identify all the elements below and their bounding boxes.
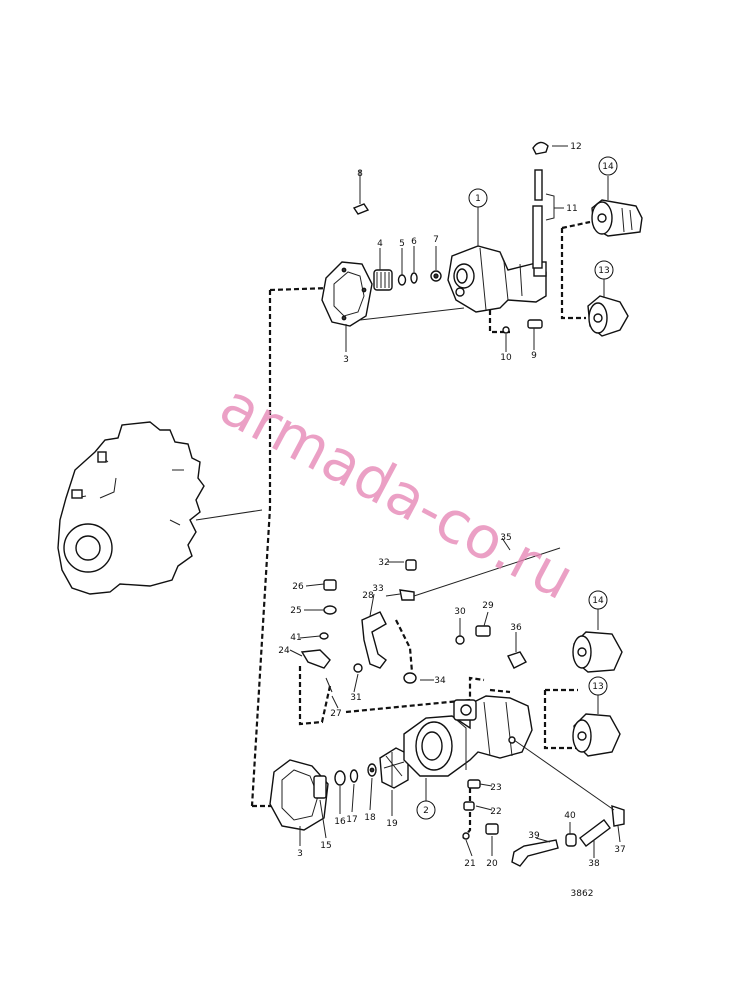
engine-leader bbox=[195, 509, 263, 521]
callout-24: 24 bbox=[278, 646, 290, 656]
callout-circle-14-lower bbox=[588, 590, 608, 610]
callout-5: 5 bbox=[399, 239, 405, 249]
callout-32: 32 bbox=[378, 558, 389, 568]
callout-1: 1 bbox=[475, 194, 481, 204]
callout-23: 23 bbox=[490, 783, 501, 793]
callout-25: 25 bbox=[290, 606, 301, 616]
callout-3-lower: 3 bbox=[297, 849, 303, 859]
bracket-28 bbox=[361, 611, 387, 669]
callout-11: 11 bbox=[566, 204, 577, 214]
callout-circle-14-upper bbox=[598, 156, 618, 176]
circled-callouts bbox=[416, 156, 618, 820]
callout-30: 30 bbox=[454, 607, 466, 617]
lower-pump-assembly bbox=[269, 537, 625, 867]
callout-16: 16 bbox=[334, 817, 346, 827]
callout-28: 28 bbox=[362, 591, 374, 601]
callout-19: 19 bbox=[386, 819, 398, 829]
callout-29: 29 bbox=[482, 601, 494, 611]
callout-8: 8 bbox=[357, 169, 363, 179]
engine-outline bbox=[57, 421, 205, 595]
callout-21: 21 bbox=[464, 859, 475, 869]
callout-37: 37 bbox=[614, 845, 625, 855]
gasket-upper bbox=[321, 261, 373, 327]
callout-31: 31 bbox=[350, 693, 361, 703]
callout-33: 33 bbox=[372, 584, 383, 594]
callout-18: 18 bbox=[364, 813, 376, 823]
callout-3-upper: 3 bbox=[343, 355, 349, 365]
callout-circle-2 bbox=[416, 800, 436, 820]
callout-2: 2 bbox=[423, 806, 429, 816]
callout-9: 9 bbox=[531, 351, 537, 361]
callout-38: 38 bbox=[588, 859, 600, 869]
callout-14-lower: 14 bbox=[592, 596, 604, 606]
callout-17: 17 bbox=[346, 815, 357, 825]
callout-27: 27 bbox=[330, 709, 341, 719]
callout-13-upper: 13 bbox=[598, 266, 609, 276]
shaft-upper bbox=[534, 169, 543, 201]
callout-6: 6 bbox=[411, 237, 417, 247]
callout-36: 36 bbox=[510, 623, 522, 633]
callout-14-upper: 14 bbox=[602, 162, 614, 172]
callout-circle-1 bbox=[468, 188, 488, 208]
callout-26: 26 bbox=[292, 582, 304, 592]
upper-pump-assembly bbox=[321, 141, 643, 352]
watermark-text: armada-co.ru bbox=[209, 370, 584, 613]
callout-circle-13-upper bbox=[594, 260, 614, 280]
callout-12: 12 bbox=[570, 142, 581, 152]
callout-4: 4 bbox=[377, 239, 383, 249]
callout-39: 39 bbox=[528, 831, 540, 841]
drawing-number: 3862 bbox=[571, 889, 594, 899]
callout-35: 35 bbox=[500, 533, 511, 543]
impeller bbox=[373, 269, 393, 291]
callout-7: 7 bbox=[433, 235, 439, 245]
callout-34: 34 bbox=[434, 676, 446, 686]
callout-15: 15 bbox=[320, 841, 331, 851]
callout-13-lower: 13 bbox=[592, 682, 603, 692]
hose-39 bbox=[511, 839, 559, 867]
callout-41: 41 bbox=[290, 633, 301, 643]
callout-labels: 1 2 3 3 4 5 6 7 8 9 10 11 12 13 13 14 14… bbox=[278, 142, 625, 899]
callout-10: 10 bbox=[500, 353, 512, 363]
callout-20: 20 bbox=[486, 859, 498, 869]
callout-22: 22 bbox=[490, 807, 501, 817]
callout-circle-13-lower bbox=[588, 676, 608, 696]
callout-40: 40 bbox=[564, 811, 576, 821]
